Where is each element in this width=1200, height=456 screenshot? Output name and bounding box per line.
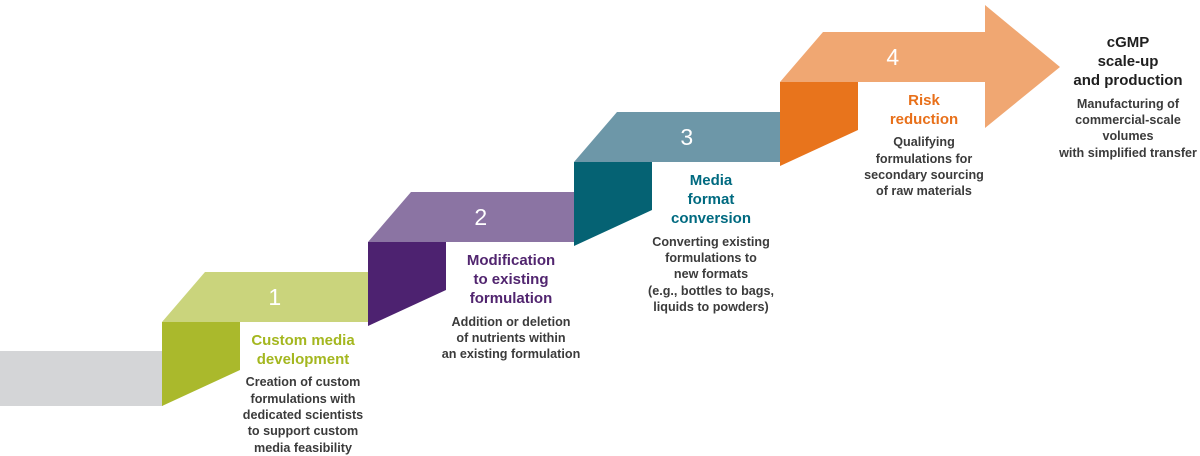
final-title-line-2: scale-up bbox=[1097, 53, 1159, 71]
step-2-caption: Modification to existing formulation Add… bbox=[434, 251, 588, 363]
step-3-body: Converting existing formulations to new … bbox=[640, 234, 782, 316]
step-1-body-line-4: to support custom bbox=[247, 424, 359, 439]
step-2-number: 2 bbox=[474, 204, 488, 230]
step-1-top-face bbox=[162, 272, 373, 322]
step-1-body: Creation of custom formulations with ded… bbox=[237, 374, 369, 456]
step-3-body-line-3: new formats bbox=[673, 267, 749, 282]
step-2-body-line-1: Addition or deletion bbox=[451, 314, 571, 329]
step-4-title-line-1: Risk bbox=[908, 92, 940, 109]
final-outcome-body: Manufacturing of commercial-scale volume… bbox=[1056, 96, 1200, 161]
step-2-body-line-3: an existing formulation bbox=[441, 347, 581, 362]
step-4-body: Qualifying formulations for secondary so… bbox=[855, 134, 993, 199]
starting-platform bbox=[0, 351, 163, 406]
step-4-body-line-1: Qualifying bbox=[893, 135, 955, 150]
step-4-title: Risk reduction bbox=[855, 91, 993, 129]
step-3-body-line-2: formulations to bbox=[665, 250, 757, 265]
step-3-title-line-2: format bbox=[687, 191, 735, 209]
step-2-body: Addition or deletion of nutrients within… bbox=[434, 314, 588, 363]
step-3-title-line-3: conversion bbox=[670, 210, 752, 228]
step-1-caption: Custom media development Creation of cus… bbox=[237, 331, 369, 456]
step-4-front-face bbox=[780, 82, 858, 166]
step-4-caption: Risk reduction Qualifying formulations f… bbox=[855, 91, 993, 200]
final-title-line-1: cGMP bbox=[1106, 34, 1150, 51]
step-2-top-face bbox=[368, 192, 579, 242]
step-2-front-face bbox=[368, 242, 446, 326]
step-3-body-line-4: (e.g., bottles to bags, bbox=[648, 283, 774, 298]
step-1-title: Custom media development bbox=[237, 331, 369, 369]
step-2-title-line-2: to existing bbox=[473, 271, 549, 289]
step-1-front-face bbox=[162, 322, 240, 406]
step-3-top-face bbox=[574, 112, 785, 162]
step-1-body-line-5: media feasibility bbox=[254, 440, 352, 455]
final-body-line-1: Manufacturing of bbox=[1076, 96, 1180, 111]
step-4-title-line-2: reduction bbox=[889, 111, 959, 129]
step-3-title-line-1: Media bbox=[689, 172, 733, 189]
final-body-line-3: with simplified transfer bbox=[1059, 145, 1197, 160]
step-1-number: 1 bbox=[268, 284, 282, 310]
step-3-number: 3 bbox=[680, 124, 694, 150]
step-1-title-line-2: development bbox=[256, 351, 350, 369]
step-4-body-line-4: of raw materials bbox=[876, 184, 972, 199]
step-3-front-face bbox=[574, 162, 652, 246]
step-4-number: 4 bbox=[886, 44, 900, 70]
step-1-body-line-3: dedicated scientists bbox=[242, 408, 364, 423]
final-outcome-title: cGMP scale-up and production bbox=[1056, 33, 1200, 91]
final-outcome-caption: cGMP scale-up and production Manufacturi… bbox=[1056, 33, 1200, 161]
step-2-body-line-2: of nutrients within bbox=[456, 330, 566, 345]
step-1-title-line-1: Custom media bbox=[251, 332, 355, 349]
step-1-body-line-1: Creation of custom bbox=[245, 375, 361, 390]
step-3-caption: Media format conversion Converting exist… bbox=[640, 171, 782, 315]
final-title-line-3: and production bbox=[1073, 72, 1183, 90]
step-4-top-face-with-arrow bbox=[780, 5, 1060, 128]
step-2-title-line-1: Modification bbox=[466, 252, 556, 269]
final-body-line-2: commercial-scale volumes bbox=[1075, 112, 1181, 144]
step-4-body-line-3: secondary sourcing bbox=[864, 168, 984, 183]
step-2-title-line-3: formulation bbox=[469, 290, 553, 308]
step-1-body-line-2: formulations with bbox=[250, 391, 356, 406]
step-2-title: Modification to existing formulation bbox=[434, 251, 588, 309]
step-3-body-line-1: Converting existing bbox=[652, 234, 770, 249]
step-3-title: Media format conversion bbox=[640, 171, 782, 229]
step-3-body-line-5: liquids to powders) bbox=[653, 300, 769, 314]
step-4-body-line-2: formulations for bbox=[875, 151, 973, 166]
